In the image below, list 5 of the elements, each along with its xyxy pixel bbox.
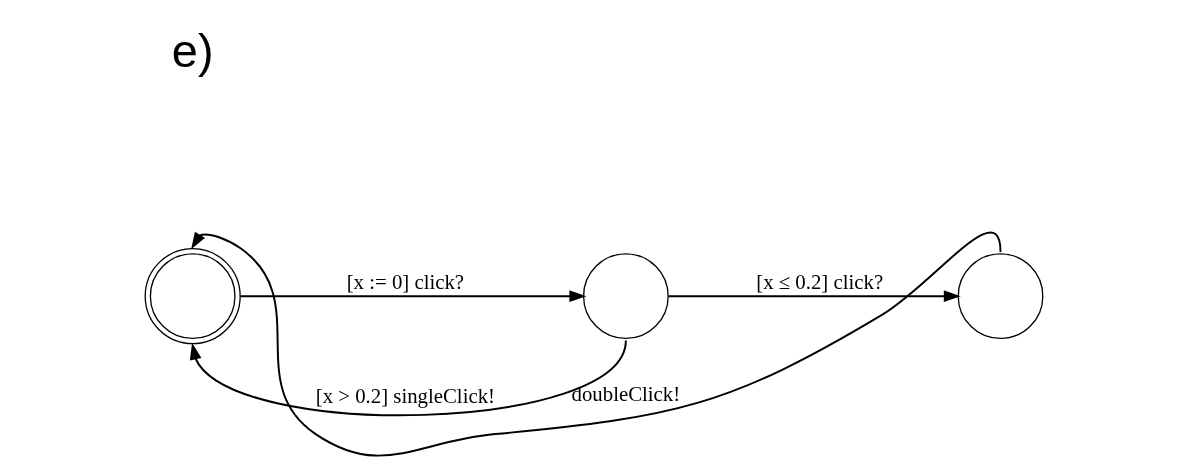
edge-label: doubleClick! — [571, 382, 680, 407]
edge-label: [x > 0.2] singleClick! — [315, 383, 495, 408]
label: e) — [171, 24, 214, 77]
edge-label: [x ≤ 0.2] click? — [755, 270, 883, 295]
edge-label: [x := 0] click? — [346, 270, 464, 295]
